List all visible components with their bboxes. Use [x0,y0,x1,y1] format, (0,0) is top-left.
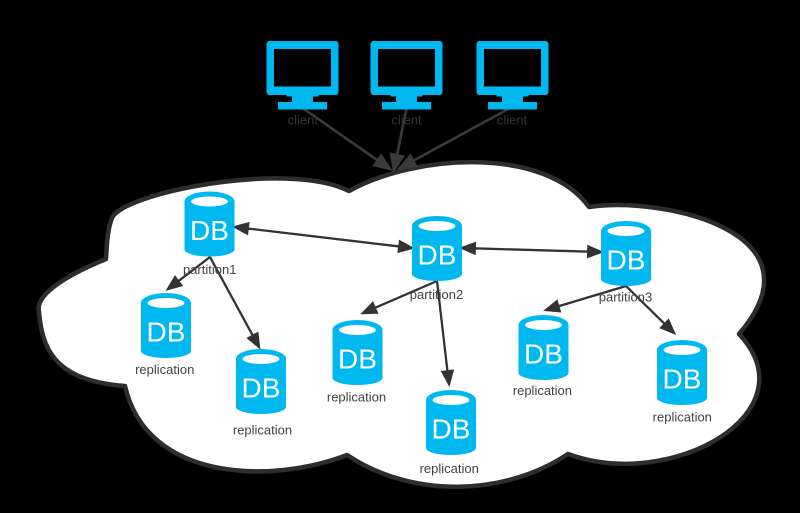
svg-text:replication: replication [513,383,572,398]
svg-text:partition2: partition2 [410,287,463,302]
svg-text:partition3: partition3 [599,290,652,305]
svg-text:replication: replication [420,461,479,476]
svg-text:client: client [391,113,422,128]
svg-text:client: client [497,113,528,128]
svg-text:partition1: partition1 [183,262,236,277]
svg-text:replication: replication [653,410,712,425]
svg-text:client: client [288,113,319,128]
svg-text:replication: replication [327,390,386,405]
svg-text:replication: replication [135,362,194,377]
svg-text:replication: replication [233,423,292,438]
